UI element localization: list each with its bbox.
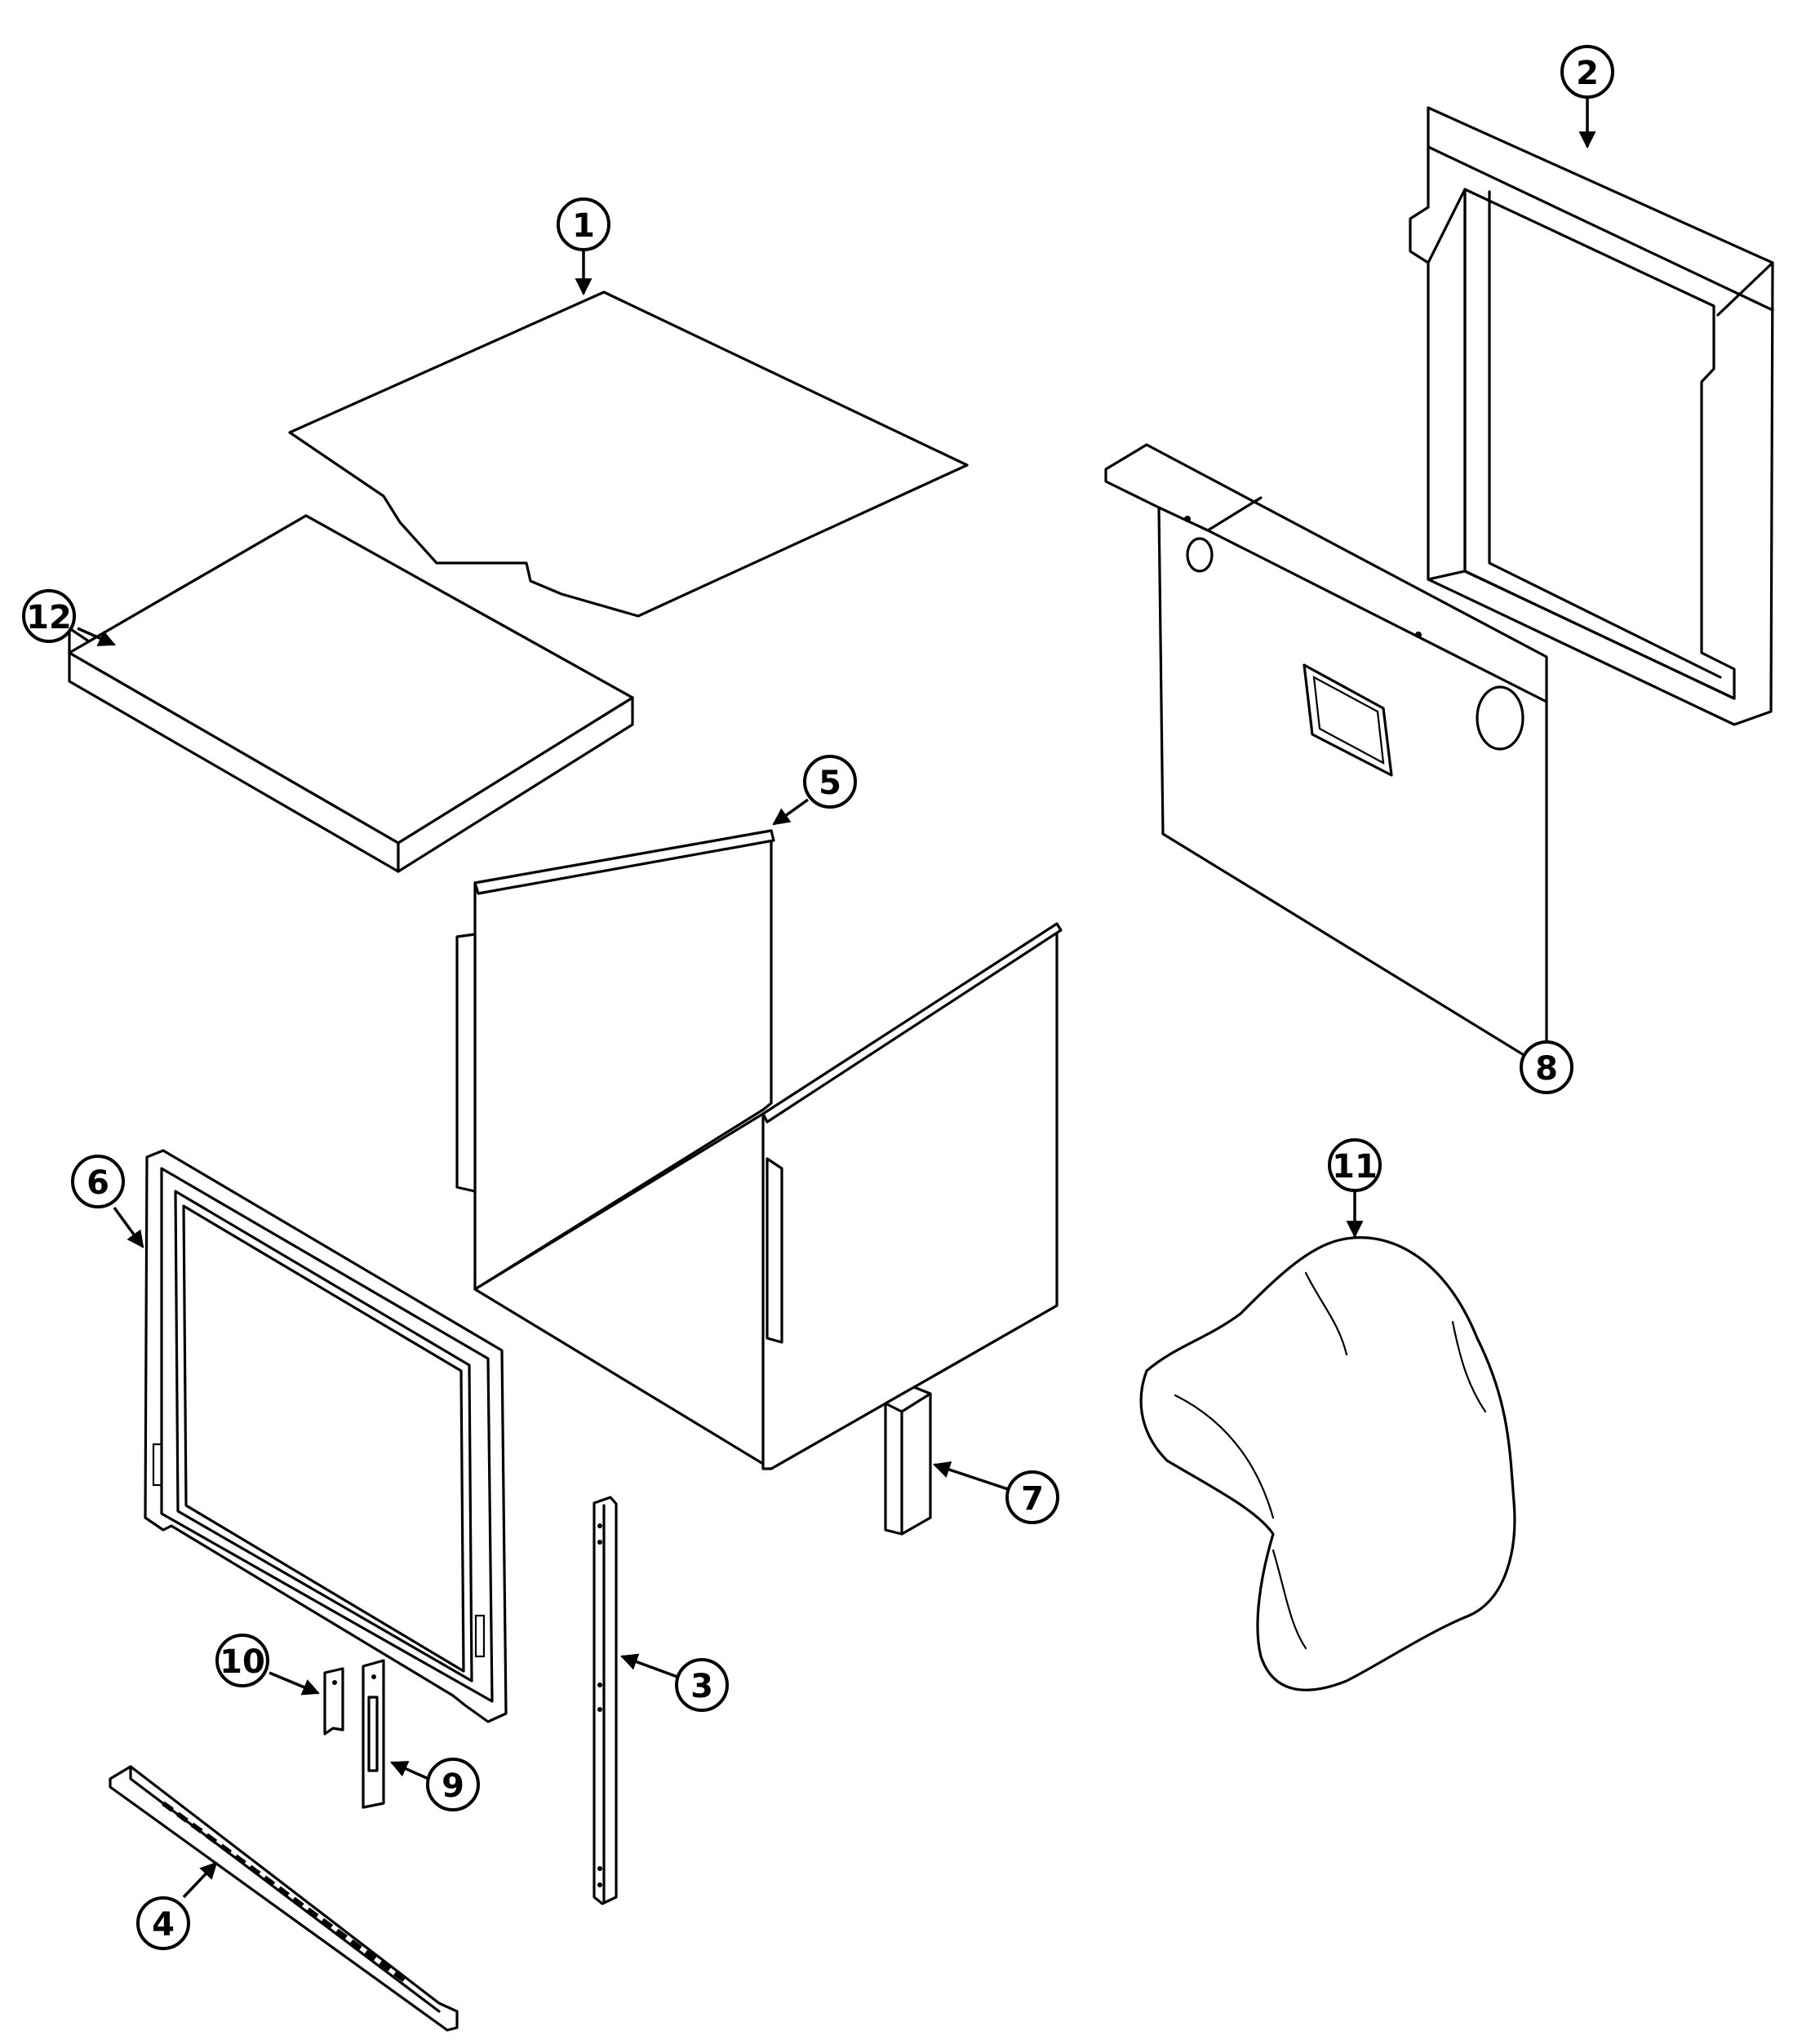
callout-7-label: 7 — [1021, 1480, 1044, 1518]
callout-10: 10 — [215, 1634, 320, 1696]
part-1-top-sheet — [288, 290, 969, 618]
part-12-insulation-pad — [68, 514, 634, 873]
part-3-rail — [592, 1496, 618, 1905]
part-9-latch-plate — [362, 1659, 385, 1809]
callout-8-label: 8 — [1535, 1050, 1558, 1088]
callout-6: 6 — [71, 1155, 144, 1248]
part-8-rear-panel — [1104, 443, 1548, 1071]
callout-1: 1 — [557, 197, 610, 296]
callout-12: 12 — [22, 589, 116, 646]
part-7-bracket — [884, 1386, 932, 1536]
callout-3: 3 — [620, 1653, 729, 1712]
callout-8: 8 — [1520, 1040, 1573, 1094]
callout-11: 11 — [1328, 1138, 1382, 1239]
callout-4: 4 — [136, 1861, 218, 1950]
callout-7: 7 — [933, 1461, 1059, 1524]
callout-2-label: 2 — [1576, 55, 1599, 92]
callout-5: 5 — [772, 755, 857, 826]
callout-11-label: 11 — [1332, 1148, 1378, 1186]
callout-4-label: 4 — [152, 1906, 175, 1944]
part-11-insulation-blanket — [1139, 1236, 1516, 1692]
callout-5-label: 5 — [819, 765, 841, 802]
callout-9: 9 — [390, 1758, 480, 1811]
callout-10-label: 10 — [220, 1643, 265, 1681]
callout-12-label: 12 — [26, 599, 72, 636]
part-10-clip — [323, 1667, 344, 1736]
part-5-cabinet — [455, 829, 1063, 1470]
part-2-rear-frame — [1409, 106, 1774, 726]
callout-2: 2 — [1560, 45, 1614, 149]
callout-6-label: 6 — [87, 1164, 109, 1202]
callout-3-label: 3 — [690, 1668, 713, 1705]
callout-1-label: 1 — [572, 207, 595, 245]
part-4-bottom-strip — [109, 1765, 459, 2032]
callout-9-label: 9 — [442, 1767, 464, 1805]
part-6-front-frame — [144, 1149, 508, 1723]
